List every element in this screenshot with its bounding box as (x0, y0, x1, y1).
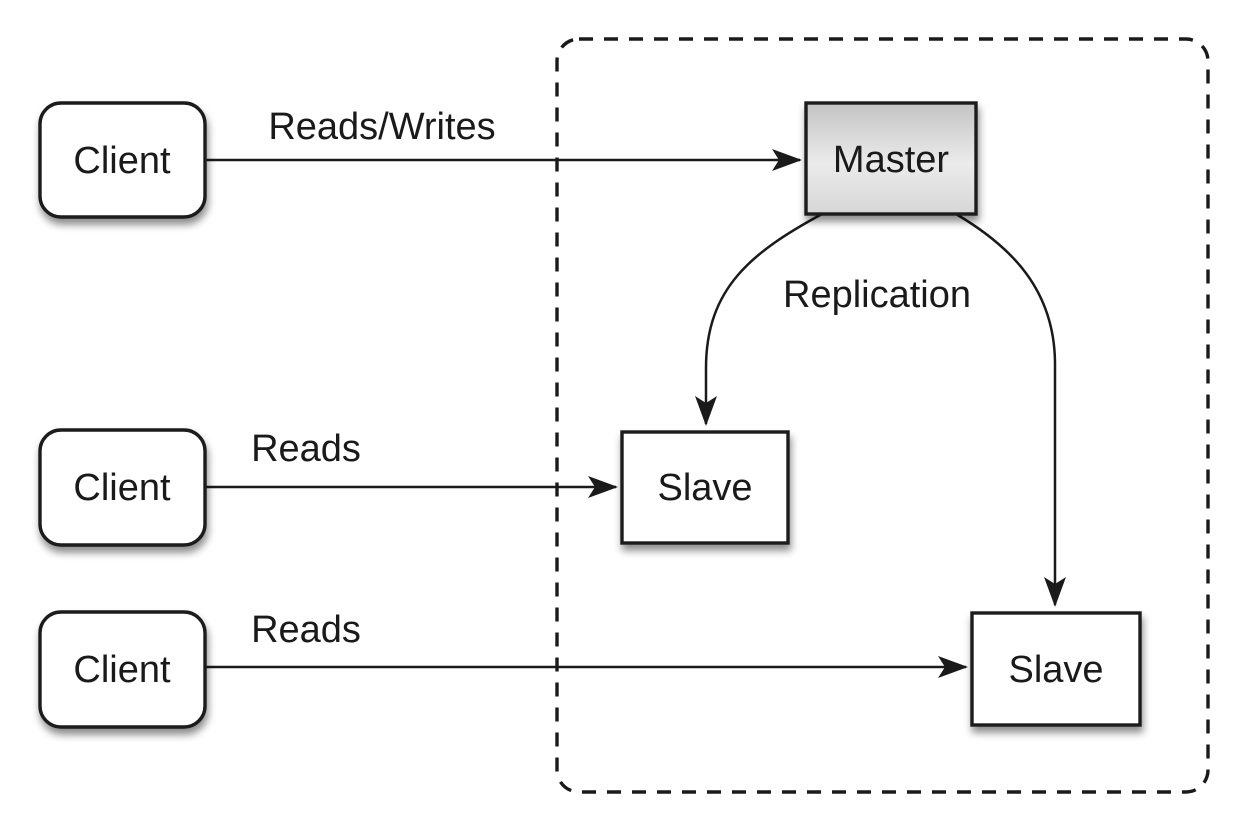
client1-box (38, 101, 207, 219)
slave2-label: Slave (1008, 649, 1103, 691)
edge-master-to-slave2 (955, 212, 1066, 607)
replication-boundary (555, 37, 1210, 794)
edge-label-reads-middle: Reads (251, 428, 361, 470)
edge-master-to-slave1 (695, 212, 823, 426)
client2-node: Client (38, 428, 207, 547)
slave1-label: Slave (657, 467, 752, 509)
client3-label: Client (73, 649, 171, 691)
master-label: Master (833, 139, 949, 181)
client3-box (38, 610, 207, 729)
client1-node: Client (38, 101, 207, 219)
edge-label-reads-writes: Reads/Writes (268, 106, 495, 148)
edge-label-reads-bottom: Reads (251, 609, 361, 651)
client3-node: Client (38, 610, 207, 729)
slave2-box (970, 611, 1142, 727)
slave2-node: Slave (970, 611, 1142, 727)
client1-label: Client (73, 140, 171, 182)
client2-box (38, 428, 207, 547)
master-box (804, 101, 978, 216)
edge-label-replication: Replication (783, 274, 971, 316)
master-node: Master (804, 101, 978, 216)
slave1-box (620, 430, 790, 545)
slave1-node: Slave (620, 430, 790, 545)
client2-label: Client (73, 467, 171, 509)
